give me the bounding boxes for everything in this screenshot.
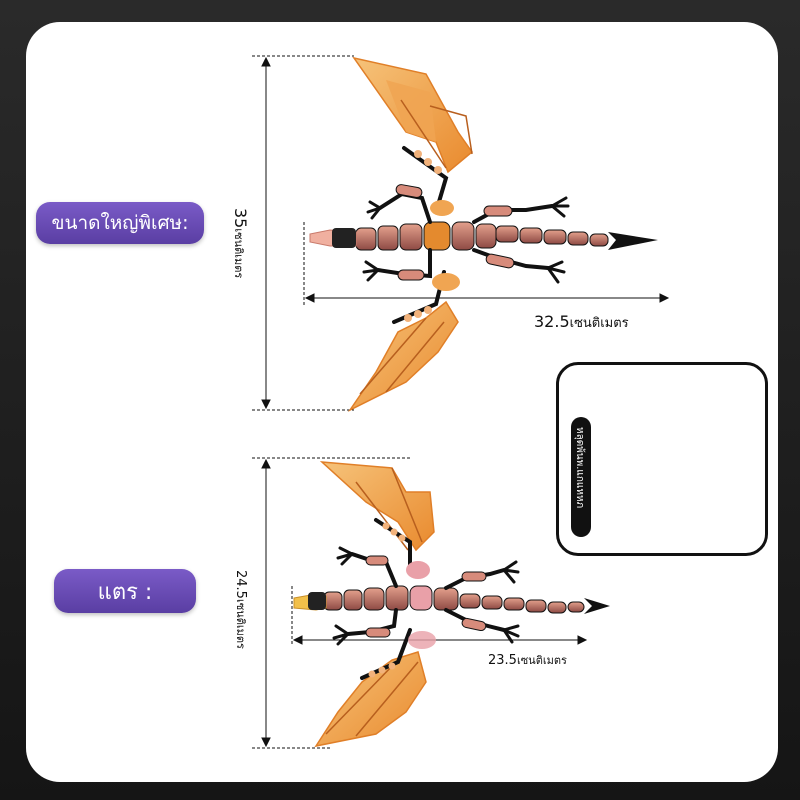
large-dragon-figure [309, 56, 658, 412]
product-card: หลุดพ้นพ.แกแหหภ ขนาดใหญ่พิเศษ: แตร : 35เ… [26, 22, 778, 782]
standard-height-unit: เซนติเมตร [234, 598, 247, 649]
large-size-label: ขนาดใหญ่พิเศษ: [36, 202, 204, 244]
large-height-text: 35เซนติเมตร [230, 208, 250, 278]
standard-height-value: 24.5 [233, 570, 248, 599]
standard-length-text: 23.5เซนติเมตร [488, 649, 567, 669]
large-length-text: 32.5เซนติเมตร [534, 312, 629, 333]
standard-dragon-figure [293, 461, 610, 748]
standard-size-label: แตร : [54, 569, 196, 613]
large-length-value: 32.5 [534, 312, 570, 331]
parts-brand-label: หลุดพ้นพ.แกแหหภ [571, 417, 591, 537]
standard-height-dimension [252, 457, 412, 749]
standard-length-dimension [291, 586, 588, 646]
large-length-dimension [303, 222, 670, 306]
large-length-unit: เซนติเมตร [569, 316, 629, 331]
parts-box: หลุดพ้นพ.แกแหหภ [556, 362, 768, 556]
standard-height-text: 24.5เซนติเมตร [232, 570, 252, 649]
large-height-value: 35 [231, 208, 250, 229]
large-height-dimension [252, 55, 354, 411]
standard-length-value: 23.5 [488, 653, 517, 668]
large-height-unit: เซนติเมตร [232, 228, 245, 279]
parts-brand-text: หลุดพ้นพ.แกแหหภ [574, 427, 585, 509]
standard-length-unit: เซนติเมตร [516, 654, 567, 667]
